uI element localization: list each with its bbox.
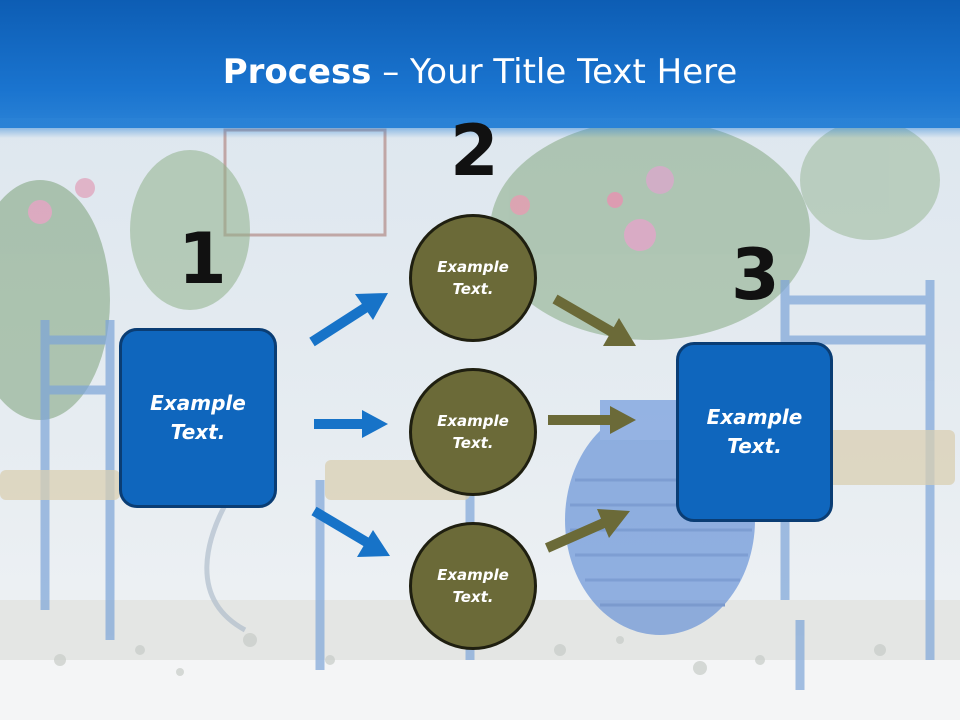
step-3-box[interactable]: Example Text. xyxy=(676,342,833,522)
blue-arrow-down xyxy=(311,506,390,557)
circle-middle[interactable]: Example Text. xyxy=(409,368,537,496)
circle-bottom-label: Example Text. xyxy=(437,565,509,607)
circle-bottom[interactable]: Example Text. xyxy=(409,522,537,650)
title-rest: – Your Title Text Here xyxy=(371,52,738,92)
circle-top[interactable]: Example Text. xyxy=(409,214,537,342)
step-number-1: 1 xyxy=(178,218,227,300)
step-number-3: 3 xyxy=(731,234,780,316)
title-bold: Process xyxy=(222,52,372,92)
circle-middle-label: Example Text. xyxy=(437,411,509,453)
olive-arrow-right xyxy=(548,406,636,434)
step-1-box[interactable]: Example Text. xyxy=(119,328,277,508)
step-1-label: Example Text. xyxy=(150,391,246,444)
title-banner-fade xyxy=(0,118,960,138)
step-3-label: Example Text. xyxy=(706,405,803,458)
blue-arrow-up xyxy=(309,293,388,347)
slide-title: Process – Your Title Text Here xyxy=(0,52,960,92)
blue-arrow-right xyxy=(314,410,388,438)
title-banner xyxy=(0,0,960,128)
circle-top-label: Example Text. xyxy=(437,257,509,299)
olive-arrow-down xyxy=(552,294,636,346)
olive-arrow-up xyxy=(544,509,630,553)
step-number-2: 2 xyxy=(450,110,499,192)
